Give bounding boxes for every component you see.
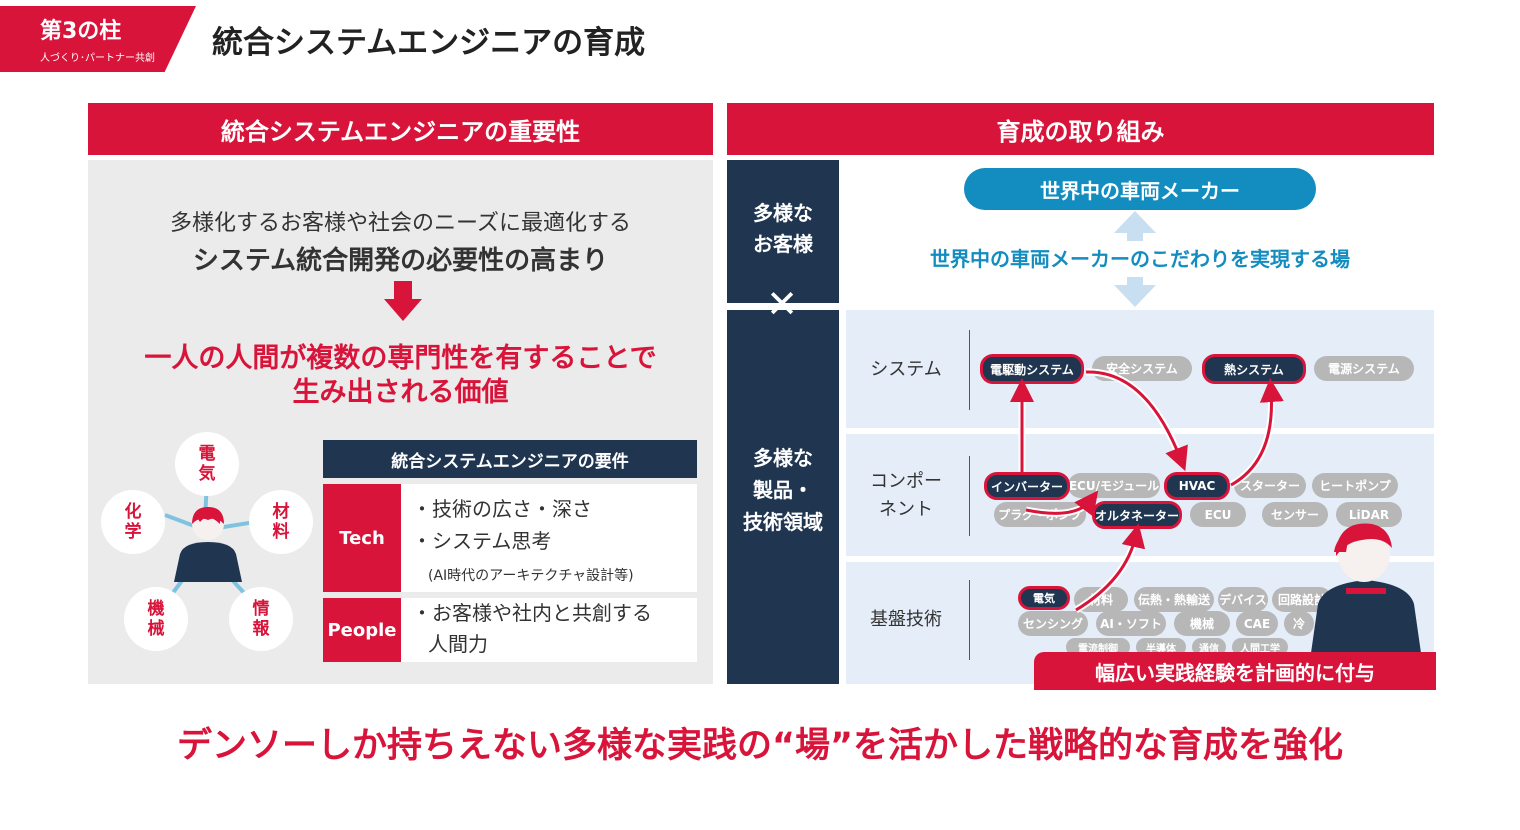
tag-semiconductor: 半導体	[1136, 638, 1186, 656]
diverse-customers-label: 多様な お客様	[727, 160, 839, 303]
people-item-cocreate: ・お客様や社内と共創する	[412, 601, 652, 625]
tag-hvac: HVAC	[1164, 472, 1230, 500]
tag-ecu-module: ECU/モジュール	[1068, 473, 1160, 498]
discipline-machine: 機 械	[124, 587, 188, 651]
diverse-products-label: 多様な 製品・ 技術領域	[727, 310, 839, 684]
tag-cae: CAE	[1236, 611, 1278, 636]
row-label-base: 基盤技術	[870, 609, 942, 630]
tag-power-system: 電源システム	[1314, 356, 1414, 381]
tag-communication: 通信	[1192, 638, 1226, 656]
discipline-chemistry: 化 学	[101, 490, 165, 554]
tech-item-breadth: ・技術の広さ・深さ	[412, 497, 592, 521]
automakers-pill: 世界中の車両メーカー	[964, 168, 1316, 210]
tag-device: デバイス	[1218, 587, 1268, 612]
integration-need-text: システム統合開発の必要性の高まり	[192, 246, 609, 276]
bottom-message: デンソーしか持ちえない多様な実践の“場”を活かした戦略的な育成を強化	[176, 726, 1343, 766]
down-arrow-icon	[384, 281, 422, 321]
tag-ai-software: AI・ソフト	[1096, 611, 1166, 636]
value-text-2: 生み出される価値	[292, 377, 509, 408]
page-title: 統合システムエンジニアの育成	[212, 25, 646, 61]
right-section-heading: 育成の取り組み	[727, 103, 1434, 155]
left-panel	[88, 160, 713, 684]
row-divider	[969, 580, 970, 660]
value-text-1: 一人の人間が複数の専門性を有することで	[144, 343, 657, 374]
tag-cooling: 冷	[1284, 611, 1314, 636]
tag-sensor: センサー	[1262, 502, 1328, 527]
tag-lidar: LiDAR	[1336, 502, 1402, 527]
tag-machinery: 機械	[1174, 611, 1230, 636]
people-label: People	[323, 598, 401, 662]
discipline-material: 材 料	[249, 490, 313, 554]
people-item-humanity: 人間力	[428, 632, 488, 656]
tech-label: Tech	[323, 484, 401, 592]
tag-thermal-system: 熱システム	[1202, 354, 1306, 384]
row-label-system: システム	[870, 359, 942, 380]
engineer-person-icon	[174, 507, 242, 582]
row-divider	[969, 330, 970, 410]
double-arrow-icon	[1114, 211, 1156, 307]
tag-current-control: 電流制御	[1066, 638, 1130, 656]
discipline-electric: 電 気	[175, 432, 239, 496]
automakers-note: 世界中の車両メーカーのこだわりを実現する場	[930, 247, 1350, 271]
tag-heat-pump: ヒートポンプ	[1312, 473, 1398, 498]
rotation-path-arrows	[1010, 368, 1284, 614]
pillar-number: 第3の柱	[40, 19, 122, 44]
times-icon: ✕	[766, 282, 798, 326]
needs-text: 多様化するお客様や社会のニーズに最適化する	[170, 211, 631, 236]
row-label-component: コンポー ネント	[870, 471, 942, 520]
row-divider	[969, 456, 970, 536]
tech-item-systems: ・システム思考	[412, 529, 552, 553]
tag-electric: 電気	[1018, 586, 1070, 610]
tag-sensing: センシング	[1018, 611, 1088, 636]
pillar-subtitle: 人づくり･パートナー共創	[40, 53, 155, 64]
tech-note: (AI時代のアーキテクチャ設計等)	[428, 568, 634, 584]
tag-inverter: インバーター	[984, 472, 1070, 500]
discipline-info: 情 報	[229, 587, 293, 651]
left-section-heading: 統合システムエンジニアの重要性	[88, 103, 713, 155]
requirements-heading: 統合システムエンジニアの要件	[323, 440, 697, 478]
tag-ergonomics: 人間工学	[1232, 638, 1288, 656]
learner-person-icon	[1310, 523, 1422, 660]
experience-banner: 幅広い実践経験を計画的に付与	[1034, 652, 1436, 690]
tag-heat-transfer: 伝熱・熱輸送	[1134, 587, 1214, 612]
tag-ecu: ECU	[1190, 502, 1246, 527]
pillar-badge: 第3の柱 人づくり･パートナー共創	[0, 6, 196, 72]
